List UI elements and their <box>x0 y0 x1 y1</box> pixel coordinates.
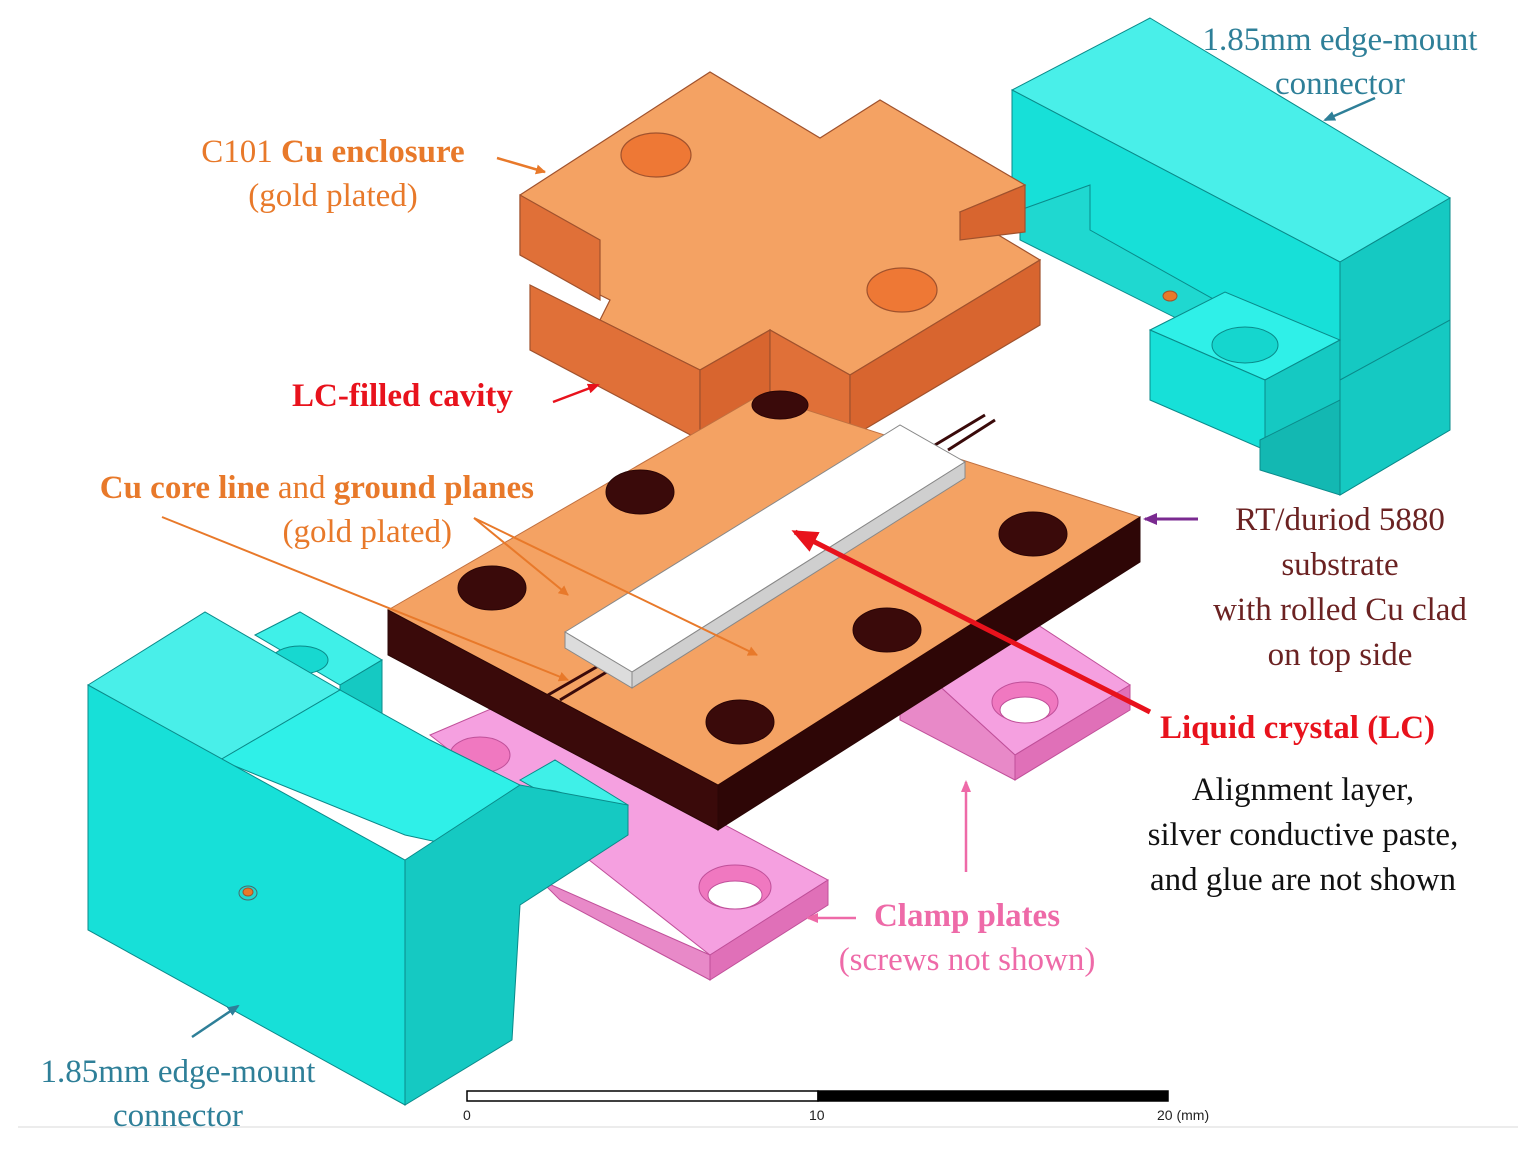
arrow-lc <box>791 529 1152 715</box>
core-line-label: Cu core line and ground planes (gold pla… <box>44 466 534 554</box>
arrow-enclosure <box>496 156 546 175</box>
connector-bottom-label: 1.85mm edge-mount connector <box>18 1050 338 1138</box>
connector-top-label: 1.85mm edge-mount connector <box>1180 18 1500 106</box>
clamp-line1: Clamp plates <box>873 898 1061 934</box>
arrow-connector-bottom <box>191 1004 240 1039</box>
lc-label: Liquid crystal (LC) <box>1160 710 1436 746</box>
arrow-cavity <box>552 383 600 404</box>
clamp-plate-front <box>429 704 829 981</box>
cavity-label: LC-filled cavity <box>292 378 513 414</box>
cu-enclosure <box>519 71 1042 441</box>
scale-tick-10: 10 <box>809 1107 825 1123</box>
note-line1: Alignment layer, <box>1191 772 1415 808</box>
substrate-line4: on top side <box>1267 637 1413 673</box>
note-line3: and glue are not shown <box>1149 862 1457 898</box>
arrow-ground-plane-1 <box>473 517 569 596</box>
connector-top-right <box>1010 17 1451 496</box>
connector-top-line2: connector <box>1274 66 1406 102</box>
arrow-connector-top <box>1323 96 1376 122</box>
scale-tick-20: 20 (mm) <box>1157 1107 1210 1123</box>
clamp-label: Clamp plates (screws not shown) <box>812 894 1122 982</box>
arrow-ground-plane-2 <box>473 517 758 656</box>
substrate-line3: with rolled Cu clad <box>1213 592 1467 628</box>
connector-pin-top <box>1162 290 1178 302</box>
note-line2: silver conductive paste, <box>1147 817 1459 853</box>
enclosure-label: C101 Cu enclosure (gold plated) <box>168 130 498 218</box>
substrate-label: RT/duriod 5880 substrate with rolled Cu … <box>1190 498 1490 678</box>
core-line-bold2: ground planes <box>333 470 534 506</box>
substrate-line2: substrate <box>1281 547 1399 583</box>
connector-bottom-line2: connector <box>112 1098 244 1134</box>
connector-bottom-line1: 1.85mm edge-mount <box>40 1054 316 1090</box>
connector-top-line1: 1.85mm edge-mount <box>1202 22 1478 58</box>
note-label: Alignment layer, silver conductive paste… <box>1118 768 1488 903</box>
connector-pin-bottom <box>242 887 254 897</box>
core-line-bold1: Cu core line <box>99 470 270 506</box>
scale-tick-0: 0 <box>463 1107 471 1123</box>
enclosure-line2: (gold plated) <box>248 178 418 214</box>
substrate-line1: RT/duriod 5880 <box>1235 502 1445 538</box>
enclosure-prefix: C101 <box>201 134 282 170</box>
scale-bar <box>466 1090 1169 1102</box>
clamp-line2: (screws not shown) <box>838 942 1096 978</box>
core-line-mid: and <box>269 470 334 506</box>
arrow-core-line <box>161 516 569 682</box>
core-line-line2: (gold plated) <box>282 514 452 550</box>
enclosure-bold: Cu enclosure <box>281 134 465 170</box>
